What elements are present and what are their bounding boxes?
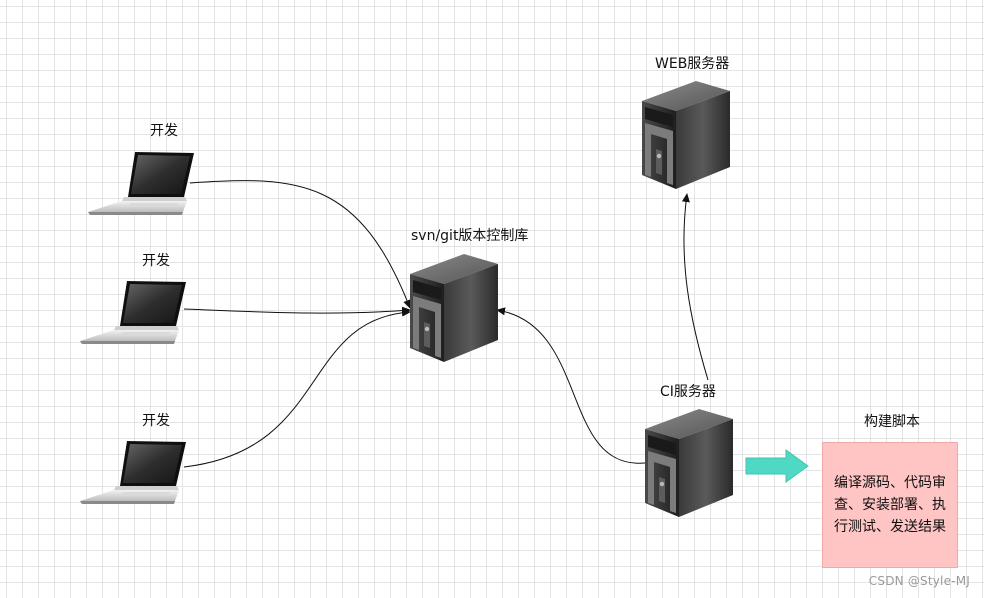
laptop-icon (80, 281, 186, 344)
build-script-text: 编译源码、代码审查、安装部署、执行测试、发送结果 (834, 475, 946, 535)
edge-ci-to-repo (496, 307, 646, 464)
dev2-label: 开发 (142, 253, 170, 269)
edge-dev3-to-repo (183, 308, 411, 468)
edge-dev2-to-repo (183, 306, 411, 315)
edge-ci-to-web (681, 193, 709, 381)
watermark: CSDN @Style-MJ (868, 574, 970, 588)
repo-label: svn/git版本控制库 (411, 228, 529, 244)
server-icon (410, 254, 498, 362)
laptop-icon (80, 441, 186, 504)
build-script-box: 编译源码、代码审查、安装部署、执行测试、发送结果 (822, 442, 958, 568)
script-label: 构建脚本 (864, 414, 920, 430)
web-label: WEB服务器 (655, 56, 730, 72)
dev1-label: 开发 (150, 123, 178, 139)
edge-dev1-to-repo (189, 180, 411, 309)
server-icon (645, 409, 733, 517)
ci-label: CI服务器 (660, 384, 716, 400)
edge-ci-to-script-arrow (745, 449, 809, 483)
dev3-label: 开发 (142, 413, 170, 429)
laptop-icon (88, 152, 194, 215)
server-icon (642, 81, 730, 189)
